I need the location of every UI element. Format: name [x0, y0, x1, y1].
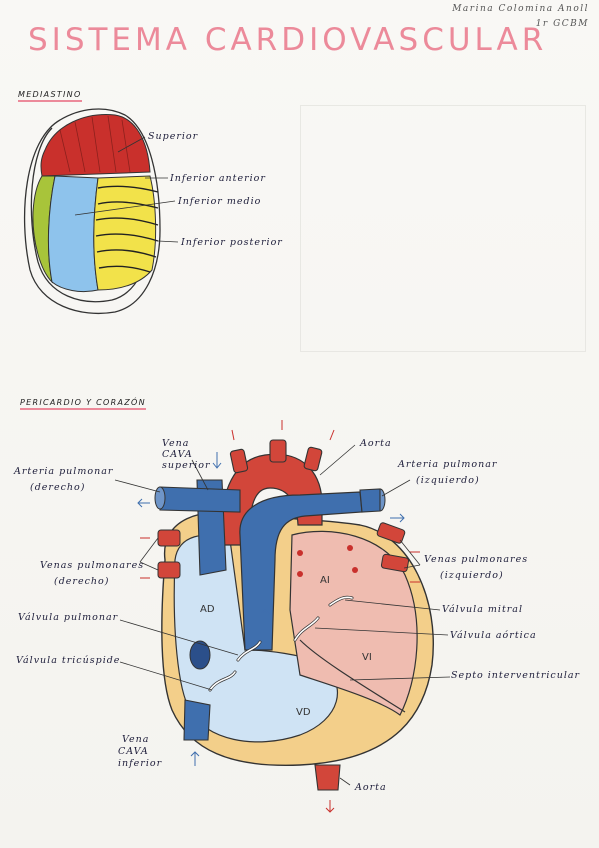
author-course: 1r GCBM	[535, 19, 589, 29]
faded-sketch-area	[300, 105, 586, 352]
label-venas-pulmonares-izquierdo-1: Venas pulmonares	[424, 554, 528, 565]
label-valvula-pulmonar: Válvula pulmonar	[18, 612, 119, 623]
svg-text:Venas pulmonares(derecho): Venas pulmonares (derecho)	[40, 560, 144, 587]
label-valvula-mitral: Válvula mitral	[442, 604, 523, 615]
label-venas-pulmonares-izquierdo-2: (izquierdo)	[440, 570, 504, 581]
label-arteria-pulmonar-izquierda-2: (izquierdo)	[416, 475, 480, 486]
svg-text:Arteria pulmonar(izquierdo): Arteria pulmonar (izquierdo)	[397, 459, 498, 486]
chamber-vd: VD	[296, 707, 311, 718]
pericardio-heading: PERICARDIO Y CORAZÓN	[20, 398, 146, 410]
label-vena-cava-inferior-1: Vena	[122, 734, 149, 745]
vena-cava-inferior	[183, 699, 211, 741]
superior-region	[40, 114, 151, 177]
left-atrium-ventricle	[289, 530, 418, 716]
author-block: Marina Colomina Anoll 1r GCBM	[452, 2, 589, 32]
label-septo: Septo interventricular	[451, 670, 581, 681]
pulmonary-trunk	[239, 491, 363, 651]
chamber-ai: AI	[320, 575, 330, 586]
label-vena-cava-inferior-2: CAVA	[118, 746, 149, 757]
label-aorta-bottom: Aorta	[354, 782, 387, 793]
chamber-vi: VI	[362, 652, 372, 663]
aorta-descending	[314, 764, 341, 791]
label-vena-cava-inferior-3: inferior	[118, 758, 163, 769]
page-title: SISTEMA CARDIOVASCULAR	[28, 22, 548, 58]
label-vena-cava-superior-1: Vena	[162, 438, 189, 449]
label-arteria-pulmonar-izquierda-1: Arteria pulmonar	[397, 459, 498, 470]
right-pulmonary-vein-2	[157, 561, 181, 579]
label-arteria-pulmonar-derecha-1: Arteria pulmonar	[13, 466, 114, 477]
label-valvula-tricuspide: Válvula tricúspide	[16, 655, 120, 666]
label-inferior-medio: Inferior medio	[177, 196, 261, 207]
label-superior: Superior	[148, 131, 199, 142]
label-vena-cava-superior-3: superior	[162, 460, 211, 471]
left-pulmonary-vein-1	[376, 522, 406, 544]
septo-line	[299, 639, 406, 713]
left-pulmonary-vein-2	[380, 553, 410, 573]
label-arteria-pulmonar-derecha-2: (derecho)	[30, 482, 85, 493]
label-inferior-posterior: Inferior posterior	[180, 237, 283, 248]
right-pulmonary-vein-1	[157, 529, 181, 547]
label-inferior-anterior: Inferior anterior	[169, 173, 266, 184]
label-venas-pulmonares-derecho-1: Venas pulmonares	[40, 560, 144, 571]
label-valvula-aortica: Válvula aórtica	[450, 630, 537, 641]
right-pulmonary-artery	[159, 486, 241, 513]
mediastino-heading: MEDIASTINO	[18, 90, 82, 102]
label-aorta-top: Aorta	[359, 438, 392, 449]
label-vena-cava-superior-2: CAVA	[162, 449, 193, 460]
svg-text:Arteria pulmonar(derecho): Arteria pulmonar (derecho)	[13, 466, 114, 493]
author-name: Marina Colomina Anoll	[452, 4, 589, 14]
svg-text:Venas pulmonares(izquierdo): Venas pulmonares (izquierdo)	[424, 554, 528, 581]
chamber-ad: AD	[200, 604, 215, 615]
label-venas-pulmonares-derecho-2: (derecho)	[54, 576, 109, 587]
